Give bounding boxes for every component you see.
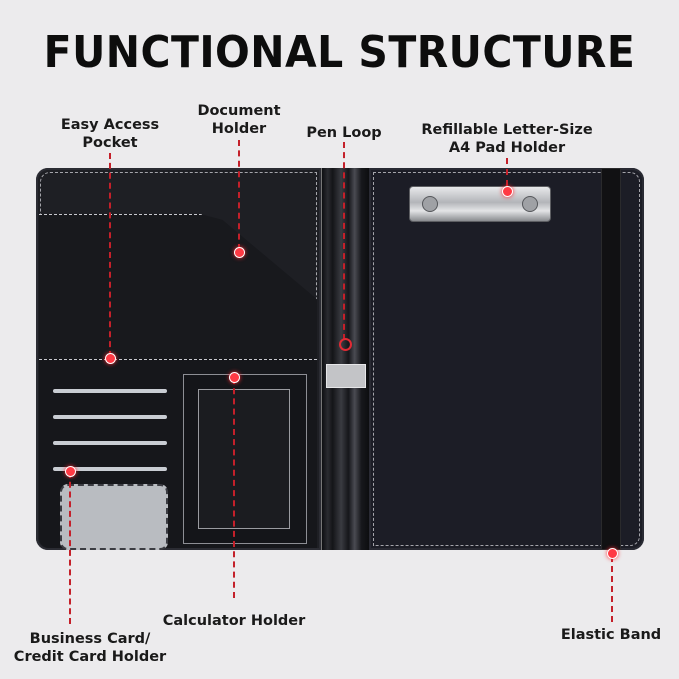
callout-line: [69, 472, 71, 624]
elastic-band: [601, 168, 621, 550]
label-line: Elastic Band: [560, 627, 662, 643]
label-document-holder: Document Holder: [197, 102, 280, 138]
card-slot: [53, 415, 167, 419]
left-panel: [36, 168, 321, 550]
spine: [321, 168, 371, 550]
label-line: Holder: [211, 121, 267, 137]
label-line: A4 Pad Holder: [448, 140, 566, 156]
easy-access-pocket: [39, 359, 317, 550]
label-calculator-holder: Calculator Holder: [163, 612, 306, 630]
pointer-dot-icon: [105, 353, 116, 364]
pen-loop-marker-icon: [339, 338, 352, 351]
pointer-dot-icon: [234, 247, 245, 258]
screw-icon: [422, 196, 438, 212]
label-line: Pocket: [82, 135, 138, 151]
label-line: Pen Loop: [306, 125, 382, 141]
callout-line: [109, 153, 111, 357]
label-line: Calculator Holder: [162, 613, 306, 629]
callout-line: [506, 158, 508, 186]
pointer-dot-icon: [229, 372, 240, 383]
screw-icon: [522, 196, 538, 212]
card-slot: [53, 389, 167, 393]
label-line: Credit Card Holder: [13, 649, 167, 665]
label-line: Easy Access: [60, 117, 160, 133]
card-slot: [53, 467, 167, 471]
callout-line: [343, 142, 345, 340]
callout-line: [233, 378, 235, 598]
pointer-dot-icon: [607, 548, 618, 559]
label-line: Business Card/: [29, 631, 151, 647]
callout-line: [238, 140, 240, 250]
pointer-dot-icon: [65, 466, 76, 477]
label-pen-loop: Pen Loop: [306, 124, 381, 142]
stitching: [373, 172, 640, 546]
calculator-holder-inner: [198, 389, 290, 529]
label-easy-access-pocket: Easy Access Pocket: [61, 116, 159, 152]
pointer-dot-icon: [502, 186, 513, 197]
padfolio-image: [36, 168, 644, 550]
right-panel: [369, 168, 644, 550]
pad-clip: [409, 186, 551, 222]
card-slot: [53, 441, 167, 445]
label-pad-holder: Refillable Letter-Size A4 Pad Holder: [421, 121, 592, 157]
page-title: FUNCTIONAL STRUCTURE: [43, 27, 636, 78]
calculator-holder: [183, 374, 307, 544]
label-business-card-holder: Business Card/ Credit Card Holder: [14, 630, 166, 666]
callout-line: [611, 556, 613, 622]
label-line: Refillable Letter-Size: [421, 122, 593, 138]
id-window: [60, 484, 168, 550]
label-line: Document: [197, 103, 281, 119]
label-elastic-band: Elastic Band: [561, 626, 661, 644]
pen-loop: [326, 364, 366, 388]
